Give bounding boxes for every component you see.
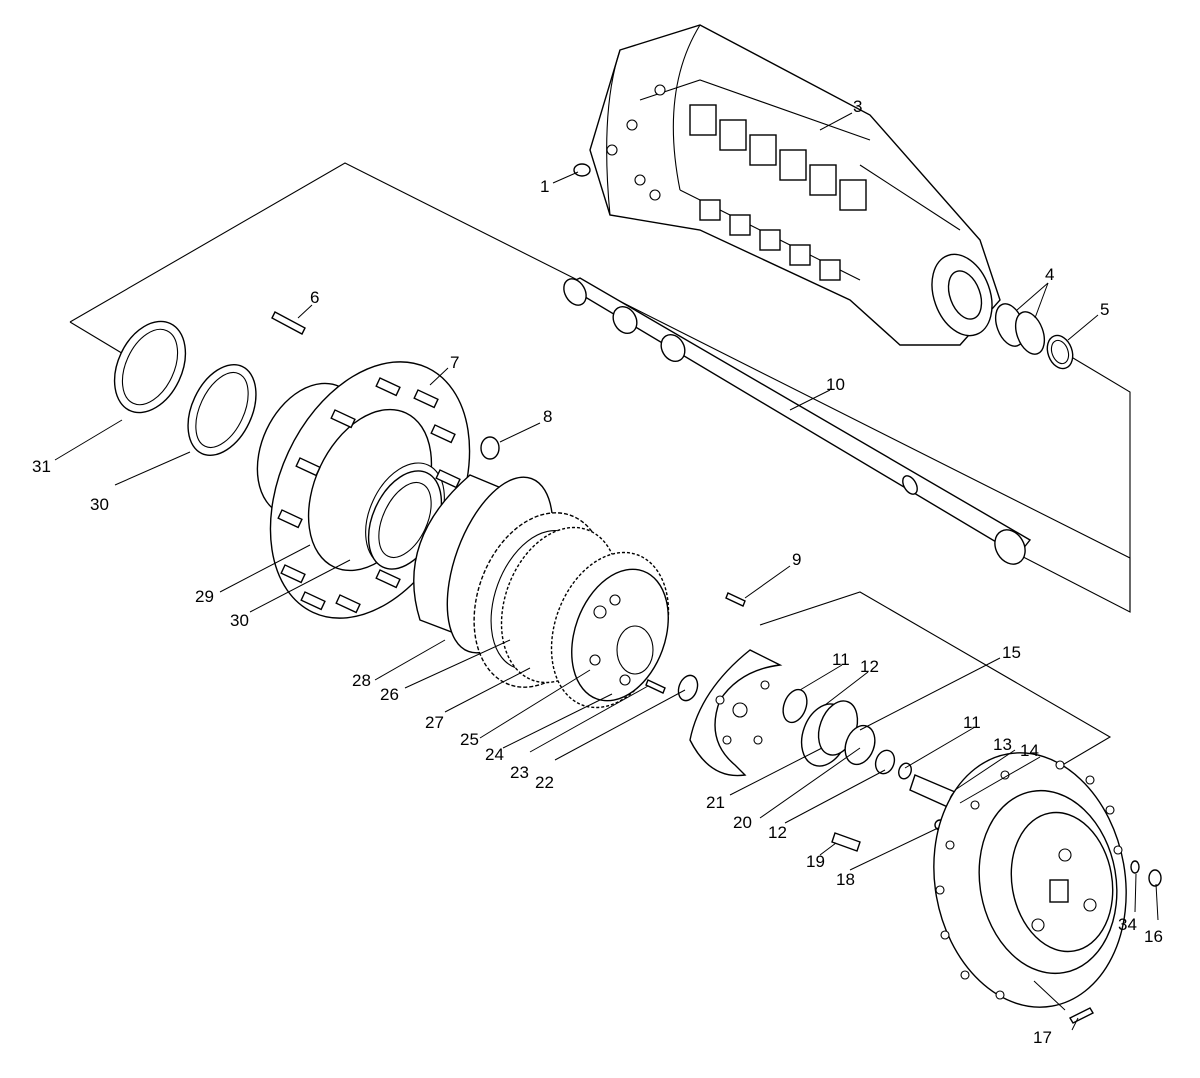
spacer-ring-upper [782, 688, 808, 724]
callout-14: 14 [1020, 741, 1039, 760]
leader-lines [54, 112, 1159, 1031]
callout-labels: 1 3 4 5 6 7 8 9 10 11 11 12 12 13 14 15 … [32, 97, 1163, 1047]
housing-flange-holes [606, 84, 666, 201]
callout-28: 28 [352, 671, 371, 690]
callout-31: 31 [32, 457, 51, 476]
callout-13: 13 [993, 735, 1012, 754]
callout-22: 22 [535, 773, 554, 792]
ring-set [994, 303, 1046, 355]
callout-27: 27 [425, 713, 444, 732]
callout-12-upper: 12 [860, 657, 879, 676]
callout-9: 9 [792, 550, 801, 569]
assembly-outline [69, 162, 1131, 791]
drain-plug [1148, 869, 1162, 887]
thrust-plate [689, 649, 783, 777]
callout-18: 18 [836, 870, 855, 889]
callout-4: 4 [1045, 265, 1054, 284]
seal-ring [1046, 334, 1074, 370]
callout-16: 16 [1144, 927, 1163, 946]
callout-1: 1 [540, 177, 549, 196]
dowel-pin [831, 832, 861, 852]
callout-23: 23 [510, 763, 529, 782]
callout-34: 34 [1118, 915, 1137, 934]
callout-7: 7 [450, 353, 459, 372]
callout-11-upper: 11 [832, 650, 850, 669]
callout-29: 29 [195, 587, 214, 606]
callout-6: 6 [310, 288, 319, 307]
callout-11-lower: 11 [963, 713, 981, 732]
hub-cover [933, 752, 1127, 1008]
callout-25: 25 [460, 730, 479, 749]
carrier-screw [645, 679, 666, 694]
callout-21: 21 [706, 793, 725, 812]
callout-17: 17 [1033, 1028, 1052, 1047]
callout-30-ring: 30 [90, 495, 109, 514]
nut [480, 436, 500, 460]
axle-shaft [563, 277, 1032, 565]
drain-washer [1130, 860, 1140, 874]
callout-19: 19 [806, 852, 825, 871]
callout-3: 3 [853, 97, 862, 116]
lock-washer [677, 674, 699, 702]
callout-15: 15 [1002, 643, 1021, 662]
cover-bolt [1069, 1007, 1094, 1024]
axle-housing [589, 24, 1001, 346]
callout-10: 10 [826, 375, 845, 394]
callout-26: 26 [380, 685, 399, 704]
bolt [271, 311, 306, 335]
callout-8: 8 [543, 407, 552, 426]
plug [573, 163, 591, 177]
inner-seal-ring [187, 363, 257, 457]
callout-30-hub: 30 [230, 611, 249, 630]
callout-20: 20 [733, 813, 752, 832]
callout-24: 24 [485, 745, 504, 764]
wheel-studs [277, 377, 461, 614]
spacer-ring-lower [874, 749, 912, 780]
callout-12-lower: 12 [768, 823, 787, 842]
outer-seal-ring [113, 320, 187, 414]
callout-5: 5 [1100, 300, 1109, 319]
planet-carrier [550, 551, 670, 709]
cover-bolt-holes [935, 760, 1123, 1000]
screw [725, 592, 746, 607]
housing-ribs [689, 104, 867, 281]
